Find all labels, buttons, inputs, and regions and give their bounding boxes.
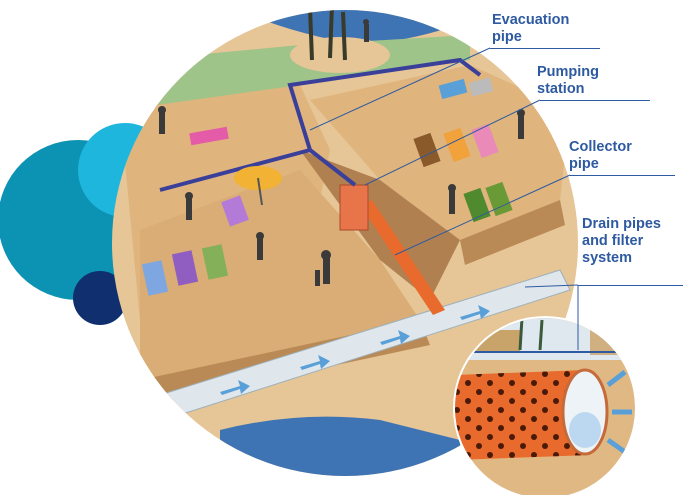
towel [485, 181, 513, 217]
beach-scene [112, 10, 578, 476]
label-collector-pipe: Collector pipe [569, 139, 632, 172]
label-line-evacuation [490, 48, 600, 49]
palm-trunk [341, 11, 347, 61]
palm-trunk [308, 10, 314, 61]
towel [468, 77, 494, 97]
label-evacuation-pipe: Evacuation pipe [492, 12, 570, 45]
flow-arrows [220, 305, 490, 395]
evacuation-pipe [159, 57, 482, 192]
palm-island [290, 37, 390, 73]
label-line-collector [570, 175, 675, 176]
block-edge-right [460, 200, 565, 265]
label-line-pumping [540, 100, 650, 101]
towel [141, 260, 169, 296]
towel [189, 126, 229, 146]
label-line-drain [578, 285, 683, 286]
evacuation-pipe-riser [308, 148, 357, 187]
label-pumping-station: Pumping station [537, 64, 600, 97]
inset-flow-arrows [606, 370, 632, 455]
towel [201, 244, 229, 280]
navy-decor-circle [73, 271, 127, 325]
towel [443, 127, 471, 163]
towel [221, 195, 249, 227]
towel [171, 250, 199, 286]
towel [471, 123, 499, 159]
umbrella-pole [257, 177, 263, 206]
palm-trunk [328, 10, 334, 59]
collector-pipe [360, 200, 445, 315]
towel [438, 78, 468, 100]
towel [463, 187, 491, 223]
label-drain-pipes: Drain pipes and filter system [582, 216, 661, 266]
towel [413, 132, 441, 168]
people [158, 19, 525, 286]
sand-block-center [140, 170, 420, 380]
